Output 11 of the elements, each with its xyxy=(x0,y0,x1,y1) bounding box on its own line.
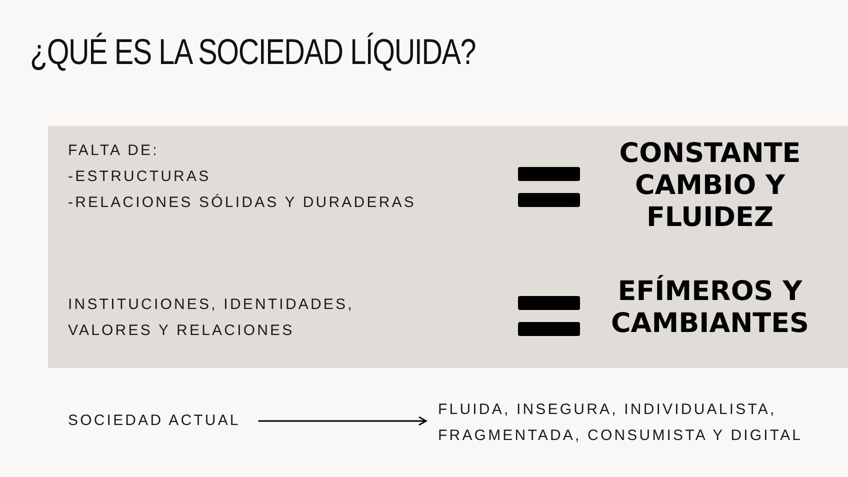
body-text: -RELACIONES SÓLIDAS Y DURADERAS xyxy=(68,193,417,213)
title: ¿QUÉ ES LA SOCIEDAD LÍQUIDA? xyxy=(30,30,476,74)
body-text: FLUIDA, INSEGURA, INDIVIDUALISTA, FRAGMENTADA, CONSUMISTA Y DIGITAL xyxy=(438,400,804,446)
body-text: FALTA DE: xyxy=(68,141,160,161)
highlight-text: EFÍMEROS Y CAMBIANTES xyxy=(610,276,810,340)
body-text: SOCIEDAD ACTUAL xyxy=(68,411,240,431)
background-band xyxy=(48,126,848,368)
body-text: -ESTRUCTURAS xyxy=(68,167,212,187)
body-text: INSTITUCIONES, IDENTIDADES, VALORES Y RELACIONES xyxy=(68,295,355,341)
arrow xyxy=(258,416,427,426)
highlight-text: CONSTANTE CAMBIO Y FLUIDEZ xyxy=(618,138,802,234)
